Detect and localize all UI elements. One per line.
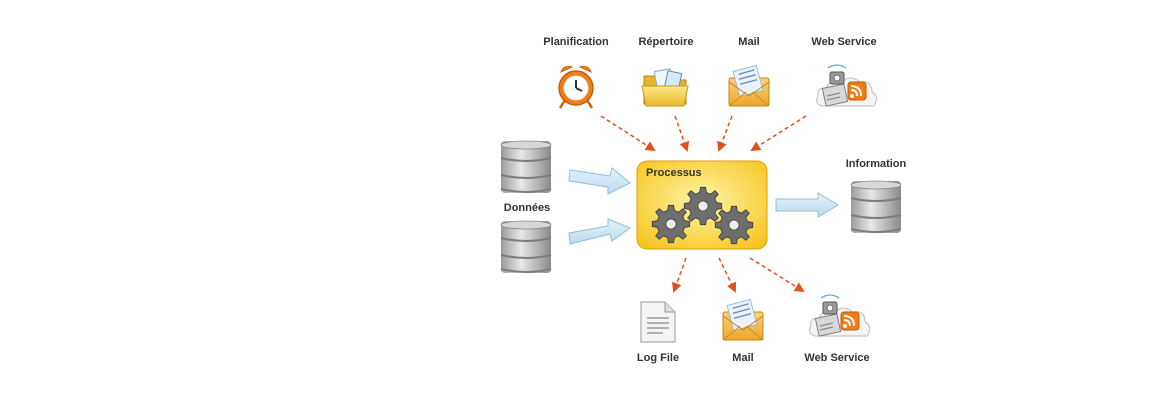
arrow-logfile <box>672 257 687 293</box>
input-arrows <box>600 115 807 152</box>
process-box <box>636 160 768 250</box>
arrow-webservice-in <box>750 115 807 152</box>
output-arrows <box>672 257 805 293</box>
label-donnees: Données <box>503 202 551 214</box>
flow-arrow-data-top <box>568 167 631 195</box>
web-service-icon <box>815 64 878 108</box>
label-repertoire: Répertoire <box>638 36 694 48</box>
database-icon <box>500 220 552 274</box>
process-title: Processus <box>646 167 702 179</box>
arrow-mail-in <box>717 115 733 152</box>
arrow-planification <box>600 115 656 152</box>
log-file-icon <box>640 301 676 343</box>
alarm-clock-icon <box>558 65 594 109</box>
web-service-icon <box>808 294 871 338</box>
mail-icon <box>722 298 764 341</box>
label-planification: Planification <box>543 36 609 48</box>
mail-icon <box>728 64 770 107</box>
label-mail-output: Mail <box>732 352 754 364</box>
arrow-mail-out <box>718 257 737 293</box>
arrow-webservice-out <box>749 257 805 293</box>
label-log-file: Log File <box>636 352 680 364</box>
label-web-service-input: Web Service <box>811 36 877 48</box>
flow-arrow-data-bottom <box>568 218 632 245</box>
label-web-service-output: Web Service <box>804 352 870 364</box>
database-icon <box>850 180 902 234</box>
database-icon <box>500 140 552 194</box>
arrow-repertoire <box>674 115 690 152</box>
flow-arrow-output <box>775 192 839 218</box>
flow-arrows <box>568 167 839 245</box>
folder-icon <box>641 68 689 107</box>
label-mail-input: Mail <box>738 36 760 48</box>
label-information: Information <box>845 158 907 170</box>
